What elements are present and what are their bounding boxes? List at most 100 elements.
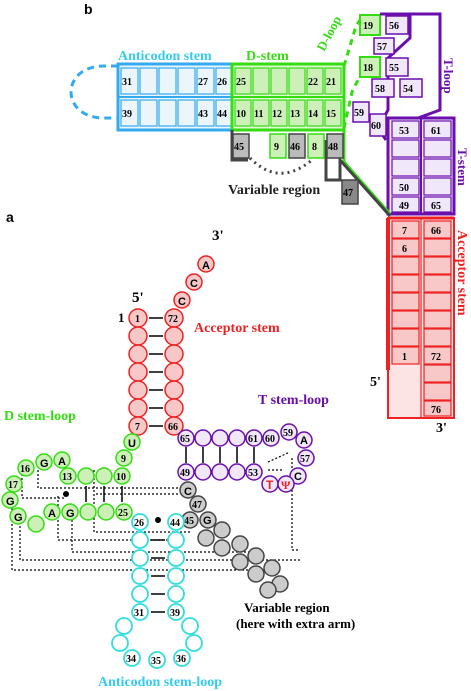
d-stem-boxes	[230, 62, 346, 132]
d-stem-label: D-stem	[246, 49, 289, 64]
b-num-45: 45	[234, 142, 244, 153]
a-num-44: 44	[170, 518, 180, 529]
variable-region-label-b: Variable region	[228, 183, 320, 198]
b-num-44: 44	[217, 109, 227, 120]
t-stem-boxes	[386, 116, 456, 216]
a-base-psi: Ψ	[281, 478, 291, 492]
b-num-76: 76	[431, 405, 441, 416]
a-d-dot	[63, 491, 69, 497]
a-base-C-1: C	[190, 278, 198, 290]
b-num-25: 25	[236, 77, 246, 88]
d-loop-box-19	[359, 14, 381, 36]
b-num-15: 15	[326, 109, 336, 120]
anticodon-loop-dashed	[69, 64, 118, 120]
a-base-G-var: G	[203, 515, 212, 527]
a-num-39: 39	[170, 608, 180, 619]
a-t-arm-circles	[177, 423, 315, 493]
b-num-22: 22	[308, 77, 318, 88]
a-five-prime: 5'	[132, 290, 144, 306]
a-num-31: 31	[134, 608, 144, 619]
b-three-prime: 3'	[436, 421, 447, 436]
a-base-C-2: C	[178, 296, 186, 308]
a-t-stem-loop-label: T stem-loop	[258, 393, 329, 408]
a-d-arm-circles	[1, 433, 141, 533]
a-num-7: 7	[135, 422, 140, 433]
anticodon-stem-boxes	[116, 62, 238, 132]
a-three-prime: 3'	[212, 228, 224, 244]
a-d-arm-pairs	[85, 486, 123, 502]
b-num-7: 7	[402, 226, 407, 237]
a-base-C-var: C	[184, 486, 192, 498]
a-num-61: 61	[248, 434, 258, 445]
acceptor-stem-label-b: Acceptor stem	[454, 230, 469, 316]
a-variable-note: (here with extra arm)	[236, 616, 355, 631]
a-acceptor-circles	[128, 255, 215, 436]
a-anticodon-circles	[111, 513, 203, 669]
b-num-55: 55	[389, 63, 399, 74]
b-num-18: 18	[363, 63, 373, 74]
b-num-26: 26	[217, 77, 227, 88]
t-stem-label: T-stem	[455, 148, 470, 186]
connector-variable	[324, 140, 392, 217]
a-anticodon-dot	[155, 517, 161, 523]
a-num-45: 45	[184, 516, 194, 527]
b-num-47: 47	[343, 188, 353, 199]
b-num-12: 12	[272, 109, 282, 120]
t-loop-outline-right	[410, 12, 442, 126]
a-variable-region-label: Variable region	[244, 600, 330, 615]
b-num-61: 61	[431, 126, 441, 137]
b-num-72: 72	[431, 352, 441, 363]
anticodon-stem-label: Anticodon stem	[118, 49, 212, 64]
b-num-57: 57	[377, 42, 387, 53]
b-num-65: 65	[431, 201, 441, 212]
a-anticodon-pairs	[151, 539, 165, 613]
a-num-26: 26	[134, 518, 144, 529]
a-base-T: T	[266, 478, 274, 492]
a-base-U: U	[128, 438, 136, 450]
b-num-46: 46	[290, 142, 300, 153]
d-loop-dashed-bottom	[342, 79, 360, 129]
a-end-one: 1	[118, 310, 125, 325]
b-num-9: 9	[274, 142, 279, 153]
a-num-49: 49	[180, 468, 190, 479]
b-num-27: 27	[198, 77, 208, 88]
a-anticodon-label: Anticodon stem-loop	[98, 675, 222, 690]
b-num-56: 56	[389, 21, 399, 32]
d-loop-label: D-loop	[313, 13, 344, 53]
a-t-arm-pairs	[185, 447, 255, 463]
b-num-21: 21	[326, 77, 336, 88]
b-num-60: 60	[371, 121, 381, 132]
a-base-C-tloop: C	[294, 471, 302, 483]
b-num-43: 43	[198, 109, 208, 120]
b-num-49: 49	[399, 201, 409, 212]
b-num-66: 66	[431, 226, 441, 237]
a-acceptor-stem-label: Acceptor stem	[194, 321, 280, 336]
b-num-11: 11	[254, 109, 263, 120]
panel-b-letter: b	[84, 1, 93, 17]
a-d-stem-loop-label: D stem-loop	[4, 409, 76, 424]
b-num-10: 10	[236, 109, 246, 120]
b-num-39: 39	[122, 109, 132, 120]
a-num-9: 9	[121, 454, 126, 465]
b-num-1: 1	[402, 352, 407, 363]
b-num-58: 58	[375, 84, 385, 95]
a-base-A-top: A	[202, 260, 210, 272]
b-num-54: 54	[403, 84, 413, 95]
a-num-72: 72	[168, 314, 178, 325]
a-num-47: 47	[192, 500, 202, 511]
b-num-8: 8	[312, 142, 317, 153]
b-num-14: 14	[308, 109, 318, 120]
b-num-19: 19	[363, 21, 373, 32]
a-num-60: 60	[265, 434, 275, 445]
a-num-66: 66	[168, 422, 178, 433]
a-num-1: 1	[135, 314, 140, 325]
d-loop-box-18	[359, 56, 381, 78]
connector-44-45	[230, 130, 248, 162]
a-base-G-dloop-2: G	[6, 496, 15, 508]
a-num-57: 57	[300, 454, 310, 465]
a-num-17: 17	[8, 480, 18, 491]
a-base-A-dloop-2: A	[48, 508, 56, 520]
a-base-G-dloop-1: G	[40, 458, 49, 470]
a-num-59: 59	[283, 428, 293, 439]
